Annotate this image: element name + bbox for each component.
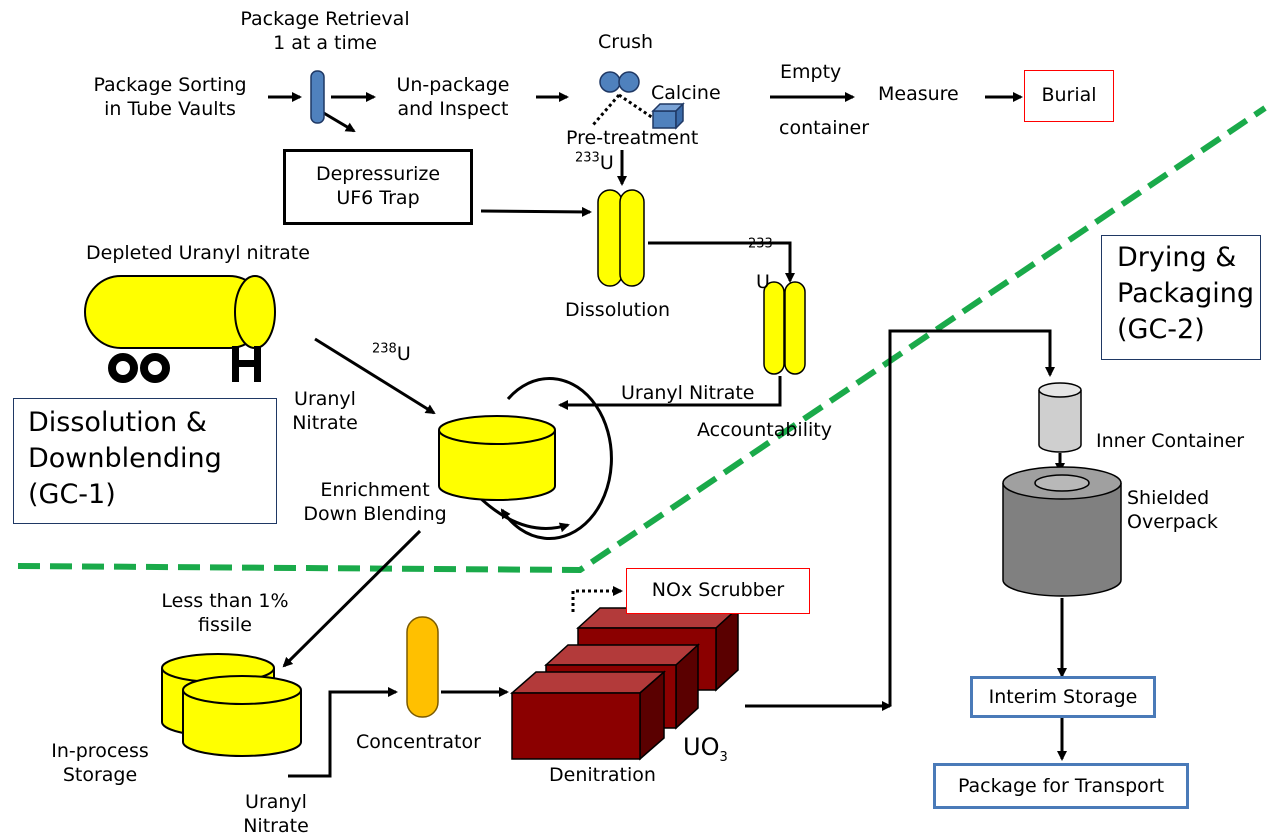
empty-label: Empty xyxy=(780,61,842,83)
dissolution-label: Dissolution xyxy=(565,299,671,321)
denitration-ovens-icon xyxy=(510,606,740,761)
burial-box: Burial xyxy=(1024,70,1114,122)
depleted-uranyl-nitrate-label: Depleted Uranyl nitrate xyxy=(86,242,310,264)
gc2-region-box: Drying &Packaging(GC-2) xyxy=(1101,235,1261,360)
calcine-box-icon xyxy=(651,102,685,130)
arrow-tanker-to-blending xyxy=(314,337,436,415)
blending-tank-icon xyxy=(438,415,556,501)
u233-label-b: 233 xyxy=(748,236,773,252)
u233-label-a: 233U xyxy=(575,150,614,174)
u233-label-b-base: U xyxy=(756,271,770,293)
less-than-fissile-label: Less than 1%fissile xyxy=(161,590,289,636)
recirculation-loop xyxy=(500,377,613,540)
riser-to-packaging xyxy=(888,329,1055,706)
accountability-vessels-icon xyxy=(763,281,806,375)
inner-container-icon xyxy=(1038,382,1082,453)
arrow-blending-to-storage xyxy=(282,529,422,668)
gc-boundary-line xyxy=(17,105,1267,574)
gc1-region-box: Dissolution &Downblending(GC-1) xyxy=(13,398,277,524)
arrow-depressurize-to-dissolution xyxy=(480,206,592,217)
shielded-overpack-icon xyxy=(1002,466,1122,597)
arrow-accountability-to-blending xyxy=(558,376,782,410)
inner-container-label: Inner Container xyxy=(1096,430,1245,452)
arrow-storage-to-concentrator xyxy=(288,687,398,778)
concentrator-label: Concentrator xyxy=(356,731,481,753)
measure-label: Measure xyxy=(878,83,959,105)
dotted-arrow-to-nox-scrubber xyxy=(571,586,623,612)
calcine-label: Calcine xyxy=(651,82,721,104)
concentrator-column-icon xyxy=(406,616,439,718)
uranyl-nitrate-top-label: Uranyl Nitrate xyxy=(621,382,755,404)
accountability-label: Accountability xyxy=(697,419,832,441)
tanker-truck-icon xyxy=(84,275,276,383)
dissolution-vessels-icon xyxy=(597,189,645,287)
nox-scrubber-box: NOx Scrubber xyxy=(626,568,810,614)
crush-roller-icon xyxy=(618,71,640,93)
pretreatment-label: Pre-treatment xyxy=(566,127,699,149)
package-for-transport-box: Package for Transport xyxy=(933,763,1189,809)
container-label: container xyxy=(779,117,870,139)
denitration-label: Denitration xyxy=(549,764,656,786)
arrow-retrieval-to-depressurize xyxy=(321,110,356,133)
in-process-storage-tanks-icon xyxy=(161,653,302,757)
crush-label: Crush xyxy=(598,31,654,53)
crush-roller-icon xyxy=(599,71,621,93)
package-tube-icon xyxy=(310,70,325,124)
crush-debris-dots xyxy=(591,93,654,126)
arrow-dissolution-to-accountability xyxy=(648,241,795,283)
interim-storage-box: Interim Storage xyxy=(970,676,1156,718)
uo3-label: UO3 xyxy=(683,733,728,765)
u238-label: 238U xyxy=(372,341,411,365)
